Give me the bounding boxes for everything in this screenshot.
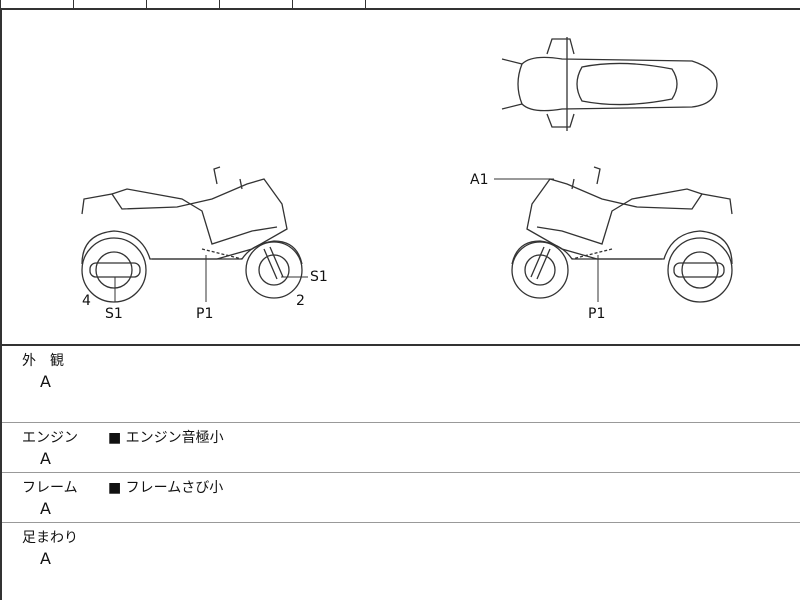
table-cell	[0, 0, 1, 8]
table-cell	[146, 0, 147, 8]
label-a1: A1	[470, 172, 489, 188]
section-grade: A	[40, 449, 51, 468]
leader-lines	[114, 178, 599, 302]
section-title: フレーム	[22, 480, 78, 496]
label-p1-left: P1	[196, 306, 214, 322]
section-suspension: 足まわり A	[2, 523, 800, 600]
section-title: エンジン	[22, 430, 78, 446]
table-cell	[73, 0, 74, 8]
label-4: 4	[82, 293, 91, 309]
label-2: 2	[296, 293, 305, 309]
table-cell	[219, 0, 220, 8]
section-engine: エンジン ■ エンジン音極小 A	[2, 423, 800, 473]
table-cell	[365, 0, 366, 8]
table-cell	[292, 0, 293, 8]
damage-diagram: 4 S1 P1 2 S1 A1 P1	[0, 9, 800, 346]
inspection-sections: 外 観 A エンジン ■ エンジン音極小 A フレーム ■ フレームさび小 A …	[0, 346, 800, 600]
section-grade: A	[40, 549, 51, 568]
section-exterior: 外 観 A	[2, 346, 800, 423]
section-note: ■ フレームさび小	[108, 480, 224, 496]
scooter-right-side	[511, 166, 733, 303]
section-grade: A	[40, 372, 51, 391]
section-title: 外 観	[22, 353, 64, 369]
section-grade: A	[40, 499, 51, 518]
section-note: ■ エンジン音極小	[108, 430, 224, 446]
label-s1-front: S1	[310, 269, 328, 285]
section-frame: フレーム ■ フレームさび小 A	[2, 473, 800, 523]
header-table-row	[0, 0, 800, 10]
scooter-top-view	[501, 37, 718, 131]
label-p1-right: P1	[588, 306, 606, 322]
label-s1-rear: S1	[105, 306, 123, 322]
section-title: 足まわり	[22, 530, 78, 546]
scooter-diagram-illustration	[81, 37, 733, 303]
